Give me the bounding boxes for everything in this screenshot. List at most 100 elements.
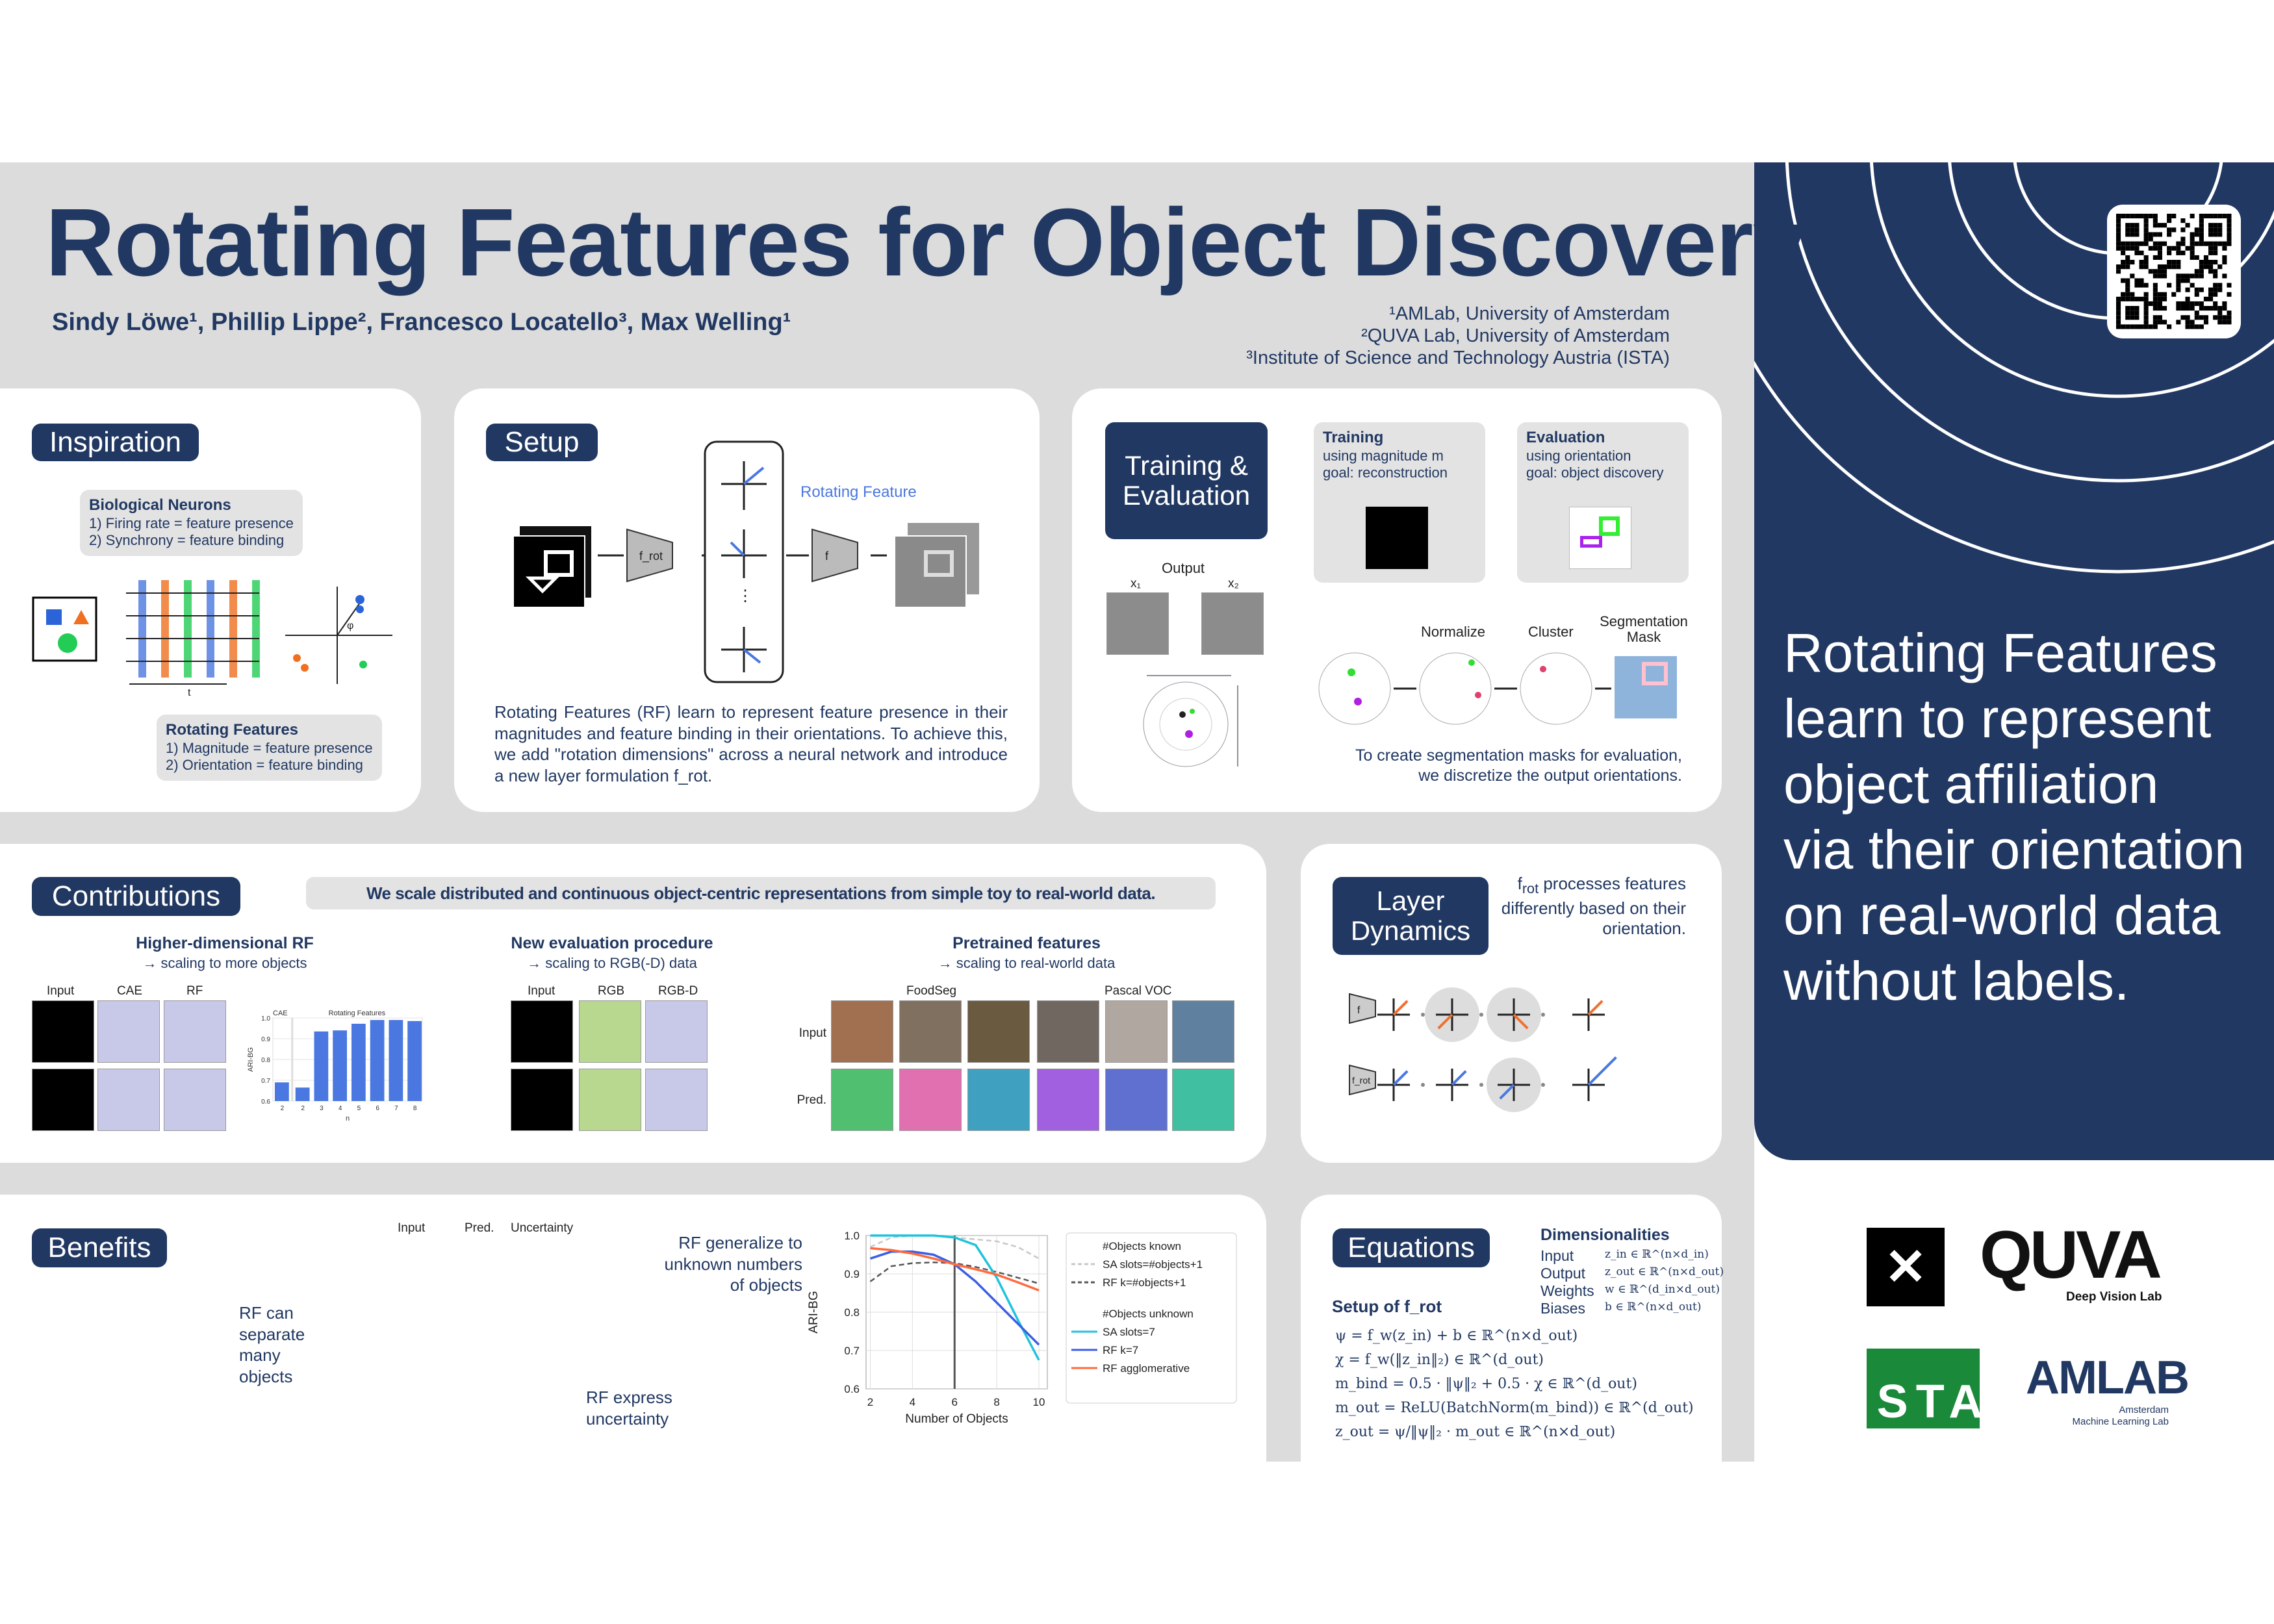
quva-logo: QUVA bbox=[1980, 1217, 2162, 1293]
x-tick-label: 4 bbox=[339, 1105, 342, 1112]
qr-module bbox=[2116, 315, 2121, 320]
layer-dynamics-diagram: f f_rot bbox=[1349, 987, 1617, 1112]
qr-module bbox=[2125, 246, 2130, 251]
equation-line: m_bind = 0.5 · ‖ψ‖₂ + 0.5 · χ ∈ ℝ^(d_out… bbox=[1335, 1376, 1637, 1392]
takeaway-line: on real-world data bbox=[1783, 885, 2221, 946]
qr-module bbox=[2199, 223, 2204, 228]
example-image bbox=[511, 1069, 573, 1131]
layer-dynamics-text: frot processes features differently base… bbox=[1498, 874, 1686, 939]
output-image-x2 bbox=[1201, 592, 1264, 655]
uncertainty-caption: RF express uncertainty bbox=[586, 1388, 672, 1428]
qr-module bbox=[2134, 232, 2140, 237]
qr-module bbox=[2143, 296, 2149, 301]
qr-module bbox=[2222, 320, 2227, 325]
column-label: RF bbox=[186, 984, 203, 998]
qr-module bbox=[2190, 246, 2195, 251]
input-photo bbox=[831, 1000, 893, 1063]
qr-module bbox=[2143, 223, 2149, 228]
takeaway-line: object affiliation bbox=[1783, 754, 2159, 815]
qr-module bbox=[2194, 232, 2199, 237]
qr-module bbox=[2227, 236, 2232, 242]
qr-module bbox=[2185, 278, 2190, 283]
x-tick-label: 7 bbox=[394, 1105, 398, 1112]
qr-module bbox=[2143, 214, 2149, 219]
bar bbox=[351, 1023, 366, 1101]
qr-module bbox=[2176, 283, 2181, 288]
legend-header: #Objects unknown bbox=[1103, 1308, 1194, 1320]
generalize-caption: RF generalize to unknown numbers of obje… bbox=[664, 1233, 802, 1295]
example-image bbox=[32, 1000, 94, 1063]
qr-module bbox=[2157, 223, 2162, 228]
qr-module bbox=[2217, 241, 2223, 246]
description: processes features differently based on … bbox=[1501, 874, 1686, 939]
qr-module bbox=[2217, 315, 2223, 320]
qr-module bbox=[2199, 214, 2204, 219]
qr-module bbox=[2199, 232, 2204, 237]
qr-module bbox=[2176, 246, 2181, 251]
setup-badge: Setup bbox=[486, 424, 598, 461]
qr-module bbox=[2153, 246, 2158, 251]
qr-module bbox=[2199, 236, 2204, 242]
cluster-label: Cluster bbox=[1528, 624, 1574, 640]
box-title: Rotating Features bbox=[166, 721, 299, 739]
biological-neurons-box: Biological Neurons 1) Firing rate = feat… bbox=[80, 490, 303, 556]
facet-label: Rotating Features bbox=[329, 1009, 386, 1017]
qr-module bbox=[2125, 283, 2130, 288]
example-image bbox=[511, 1000, 573, 1063]
qr-module bbox=[2222, 301, 2227, 306]
dimension-equation: b ∈ ℝ^(n×d_out) bbox=[1605, 1300, 1702, 1313]
qr-module bbox=[2217, 306, 2223, 311]
column-label: RGB bbox=[598, 984, 625, 998]
qr-module bbox=[2203, 241, 2208, 246]
qr-module bbox=[2116, 241, 2121, 246]
qr-module bbox=[2162, 223, 2167, 228]
evaluation-box: Evaluation using orientation goal: objec… bbox=[1517, 422, 1689, 583]
qr-module bbox=[2139, 324, 2144, 329]
qr-module bbox=[2208, 241, 2214, 246]
dataset-label: Pascal VOC bbox=[1105, 984, 1172, 998]
qr-module bbox=[2217, 264, 2223, 270]
qr-module bbox=[2125, 311, 2130, 316]
qr-module bbox=[2190, 236, 2195, 242]
qr-module bbox=[2180, 315, 2186, 320]
qr-module bbox=[2153, 306, 2158, 311]
feature-vector-arrow bbox=[1451, 1070, 1467, 1086]
column-label: Input bbox=[47, 984, 75, 998]
ista-logo: ISTA bbox=[1856, 1349, 1982, 1428]
qr-module bbox=[2125, 255, 2130, 260]
qr-module bbox=[2153, 255, 2158, 260]
legend-label: SA slots=#objects+1 bbox=[1103, 1258, 1203, 1271]
qr-module bbox=[2153, 324, 2158, 329]
qr-module bbox=[2143, 227, 2149, 233]
y-tick-label: 0.7 bbox=[261, 1078, 270, 1085]
qr-module bbox=[2208, 287, 2214, 292]
qr-code[interactable] bbox=[2107, 205, 2241, 338]
qr-module bbox=[2157, 250, 2162, 255]
input-photo bbox=[1037, 1000, 1099, 1063]
qr-module bbox=[2171, 246, 2177, 251]
column-label: Input bbox=[398, 1221, 426, 1235]
qr-module bbox=[2208, 227, 2214, 233]
example-image bbox=[645, 1069, 708, 1131]
qr-module bbox=[2190, 283, 2195, 288]
qr-module bbox=[2199, 227, 2204, 233]
uva-logo: ✕ bbox=[1867, 1228, 1945, 1306]
qr-module bbox=[2167, 264, 2172, 270]
input-photo bbox=[899, 1000, 962, 1063]
qr-module bbox=[2116, 223, 2121, 228]
qr-module bbox=[2134, 278, 2140, 283]
qr-module bbox=[2180, 301, 2186, 306]
qr-module bbox=[2185, 315, 2190, 320]
qr-module bbox=[2157, 301, 2162, 306]
qr-module bbox=[2139, 283, 2144, 288]
dot bbox=[1541, 1013, 1545, 1017]
normalize-label: Normalize bbox=[1421, 624, 1486, 640]
affiliation: ²QUVA Lab, University of Amsterdam bbox=[1361, 325, 1670, 346]
example-image bbox=[645, 1000, 708, 1063]
qr-module bbox=[2176, 250, 2181, 255]
qr-module bbox=[2125, 278, 2130, 283]
qr-module bbox=[2222, 214, 2227, 219]
x-tick-label: 2 bbox=[301, 1105, 305, 1112]
qr-module bbox=[2162, 273, 2167, 279]
qr-module bbox=[2213, 315, 2218, 320]
